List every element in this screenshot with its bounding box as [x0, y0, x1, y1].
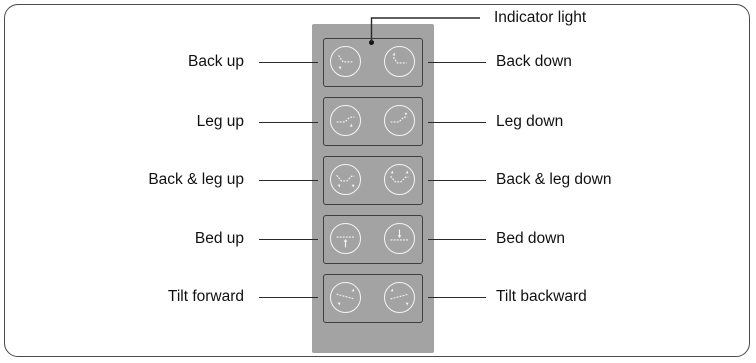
back-leg-button-group	[323, 156, 423, 205]
leg-down-leader	[428, 122, 486, 124]
tilt-backward-leader	[428, 297, 486, 299]
leg-button-group	[323, 97, 423, 146]
bed-down-label: Bed down	[496, 230, 565, 247]
tilt-forward-label: Tilt forward	[167, 288, 244, 305]
back-up-label: Back up	[187, 53, 244, 70]
tilt-forward-icon[interactable]	[330, 282, 361, 313]
back-leg-up-label: Back & leg up	[148, 171, 244, 188]
back-leg-down-icon[interactable]	[384, 164, 415, 195]
diagram-frame	[4, 4, 750, 357]
bed-up-icon[interactable]	[330, 223, 361, 254]
back-up-leader	[259, 62, 318, 64]
tilt-backward-label: Tilt backward	[496, 288, 587, 305]
leg-up-leader	[259, 122, 318, 124]
bed-up-leader	[259, 239, 318, 241]
back-down-icon[interactable]	[384, 46, 415, 77]
leg-up-label: Leg up	[196, 113, 244, 130]
bed-up-label: Bed up	[194, 230, 244, 247]
bed-down-icon[interactable]	[384, 223, 415, 254]
back-leg-up-leader	[259, 180, 318, 182]
indicator-light-label: Indicator light	[494, 9, 587, 26]
tilt-button-group	[323, 274, 423, 323]
back-leg-down-leader	[428, 180, 486, 182]
tilt-forward-leader	[259, 297, 318, 299]
leg-down-icon[interactable]	[384, 105, 415, 136]
back-button-group	[323, 38, 423, 87]
back-down-leader	[428, 62, 486, 64]
leg-down-label: Leg down	[496, 113, 564, 130]
indicator-light	[369, 40, 374, 45]
back-leg-up-icon[interactable]	[330, 164, 361, 195]
bed-down-leader	[428, 239, 486, 241]
back-leg-down-label: Back & leg down	[496, 171, 612, 188]
back-down-label: Back down	[496, 53, 572, 70]
tilt-backward-icon[interactable]	[384, 282, 415, 313]
back-up-icon[interactable]	[330, 46, 361, 77]
leg-up-icon[interactable]	[330, 105, 361, 136]
bed-button-group	[323, 215, 423, 264]
